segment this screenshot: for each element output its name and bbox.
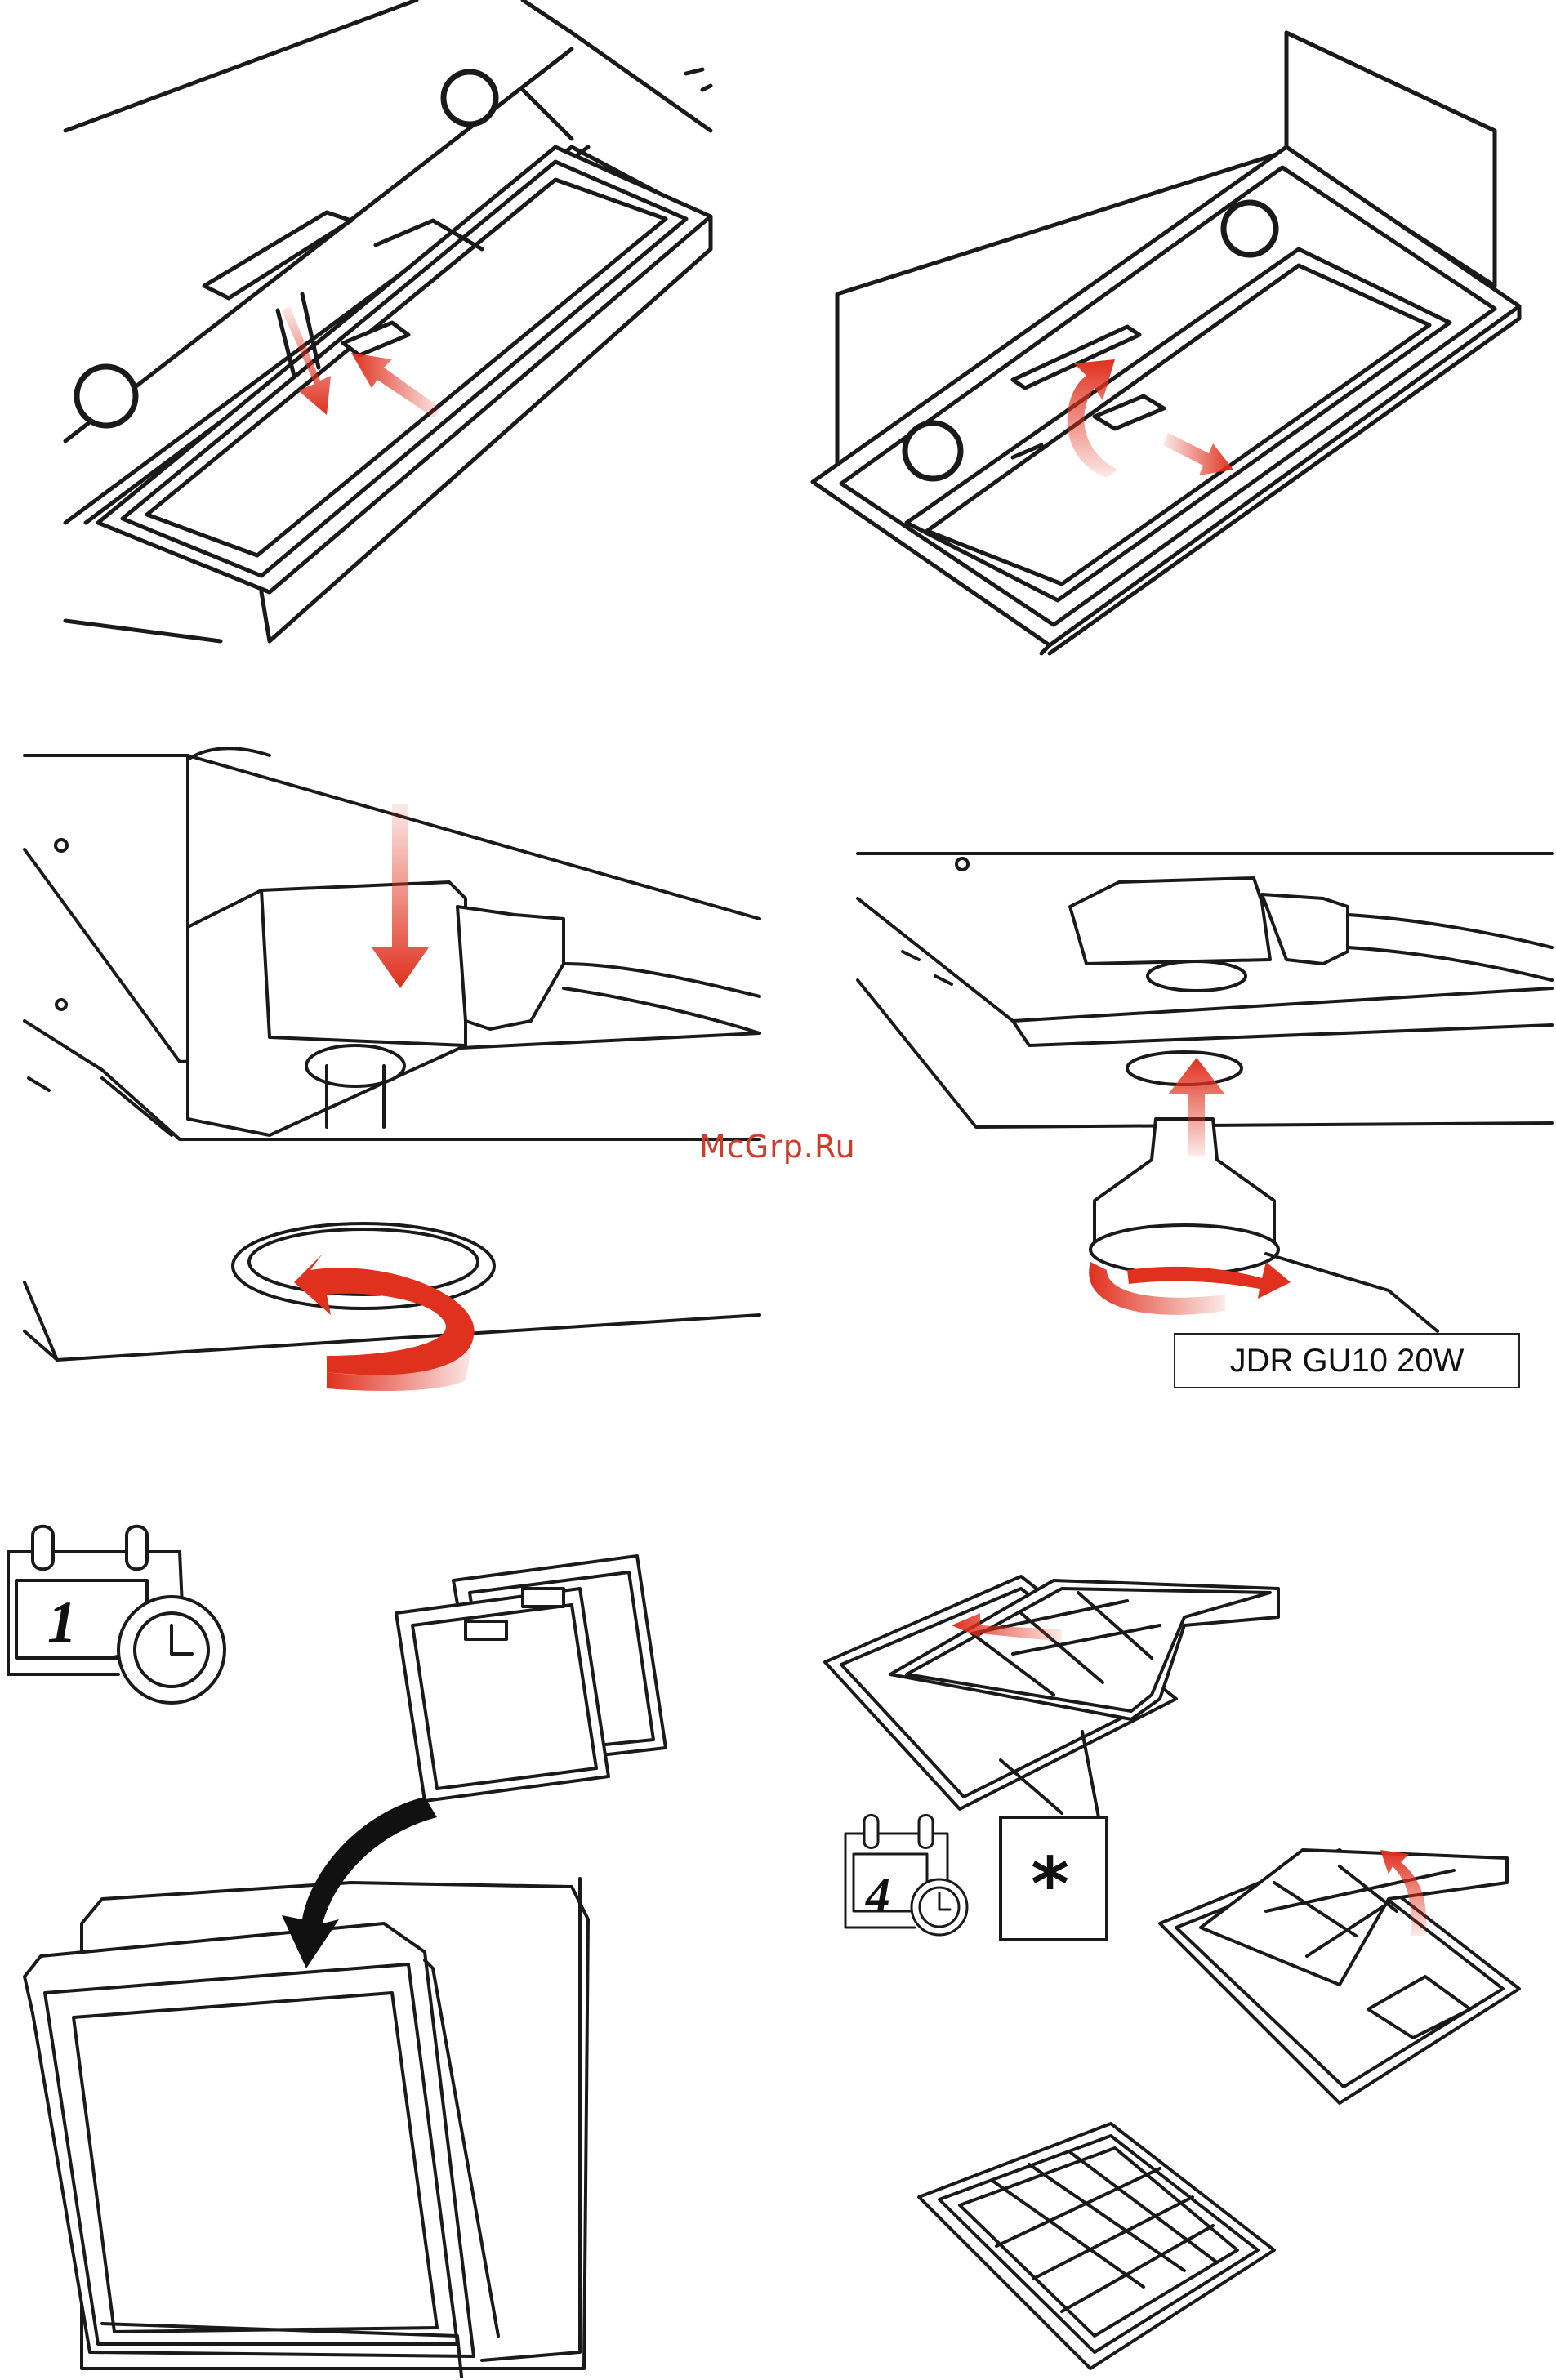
rotate-arrow-icon bbox=[1089, 1262, 1291, 1315]
clock-icon bbox=[118, 1597, 225, 1703]
panel-charcoal-filter-replace: * 4 bbox=[825, 1576, 1519, 2369]
bulb-spec-label: JDR GU10 20W bbox=[1174, 1333, 1520, 1388]
panel-grease-filter-dishwasher: 1 bbox=[8, 1526, 666, 2377]
panel-filter-unclip bbox=[65, 0, 711, 641]
watermark: McGrp.Ru bbox=[699, 1129, 856, 1165]
panel-lamp-cover-remove bbox=[25, 748, 760, 1391]
panel-filter-remove bbox=[813, 33, 1519, 653]
star-symbol: * bbox=[1031, 1842, 1069, 1928]
calendar-day-4: 4 bbox=[865, 1868, 890, 1922]
clock-icon bbox=[912, 1879, 967, 1935]
bulb-spec-text: JDR GU10 20W bbox=[1230, 1343, 1465, 1379]
panel-lamp-replace bbox=[858, 854, 1552, 1331]
calendar-day-1: 1 bbox=[47, 1589, 77, 1655]
